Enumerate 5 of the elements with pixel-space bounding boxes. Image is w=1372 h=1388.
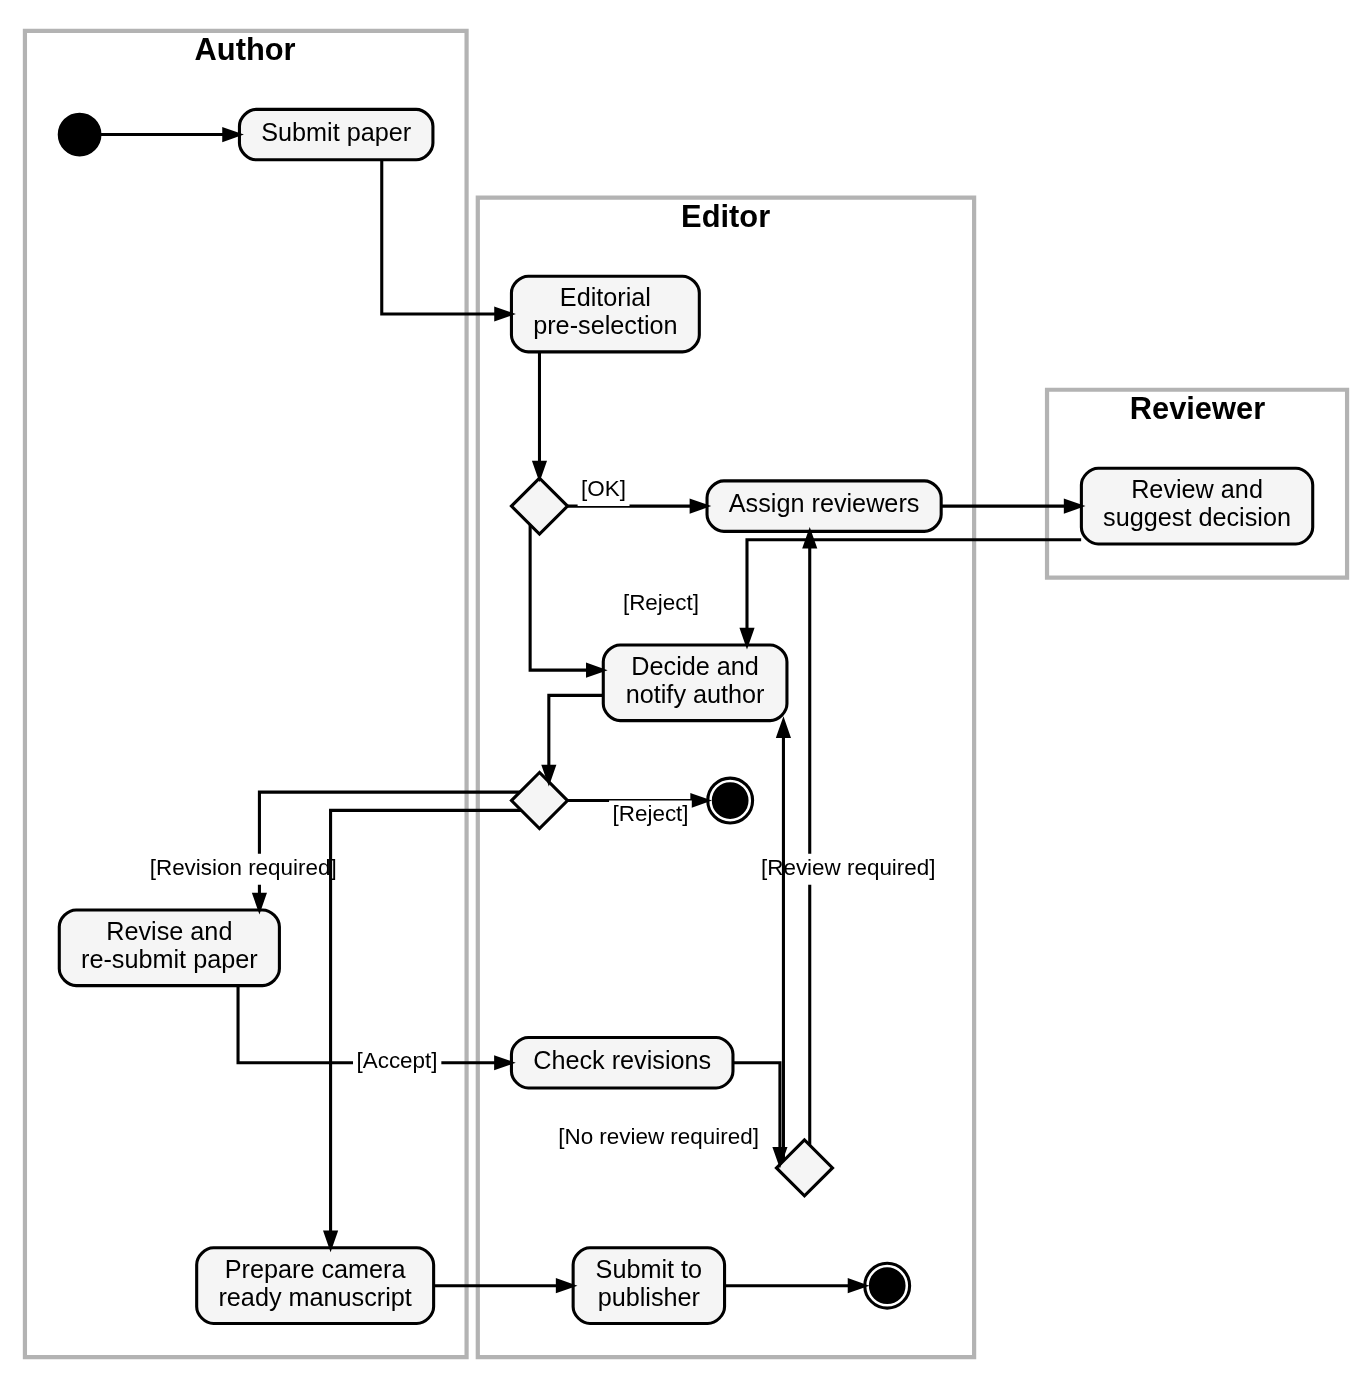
- edge-label: [Reject]: [612, 801, 689, 827]
- edge-label: [Reject]: [622, 589, 699, 615]
- edge-label: [Accept]: [356, 1048, 438, 1074]
- edge-label: [OK]: [581, 476, 626, 502]
- edge-label: [No review required]: [558, 1124, 759, 1150]
